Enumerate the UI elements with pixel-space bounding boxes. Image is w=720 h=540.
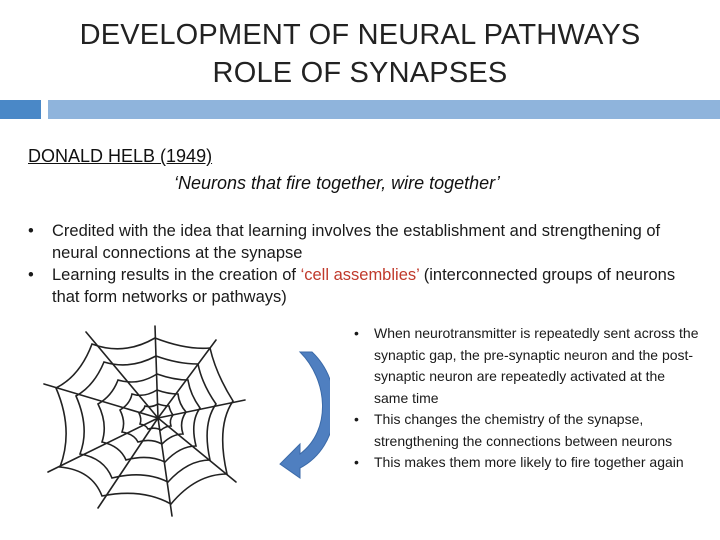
side-bullet-list: • When neurotransmitter is repeatedly se… bbox=[352, 323, 702, 474]
highlight-term: ‘cell assemblies’ bbox=[300, 266, 420, 284]
spider-web-icon bbox=[43, 325, 246, 517]
side-bullet-item: • When neurotransmitter is repeatedly se… bbox=[352, 323, 702, 409]
side-bullet-item: • This changes the chemistry of the syna… bbox=[352, 409, 702, 452]
bullet-text: Credited with the idea that learning inv… bbox=[52, 222, 661, 262]
bullet-item: • Credited with the idea that learning i… bbox=[22, 220, 692, 264]
accent-bar bbox=[48, 100, 720, 119]
bullet-marker: • bbox=[28, 222, 34, 240]
side-bullet-text: This makes them more likely to fire toge… bbox=[374, 454, 684, 470]
main-bullet-list: • Credited with the idea that learning i… bbox=[22, 220, 692, 308]
bullet-text-before: Learning results in the creation of bbox=[52, 266, 301, 284]
side-bullet-item: • This makes them more likely to fire to… bbox=[352, 452, 702, 474]
curved-arrow-icon bbox=[279, 351, 330, 479]
bullet-marker: • bbox=[354, 454, 359, 470]
bullet-text-after: (interconnected groups of neurons that f… bbox=[52, 266, 676, 306]
bullet-marker: • bbox=[354, 411, 359, 427]
slide-title: DEVELOPMENT OF NEURAL PATHWAYS ROLE OF S… bbox=[0, 16, 720, 92]
quote: ‘Neurons that fire together, wire togeth… bbox=[174, 173, 500, 193]
side-bullet-text: When neurotransmitter is repeatedly sent… bbox=[374, 325, 699, 406]
side-bullet-text: This changes the chemistry of the synaps… bbox=[374, 411, 673, 449]
bullet-marker: • bbox=[354, 325, 359, 341]
bullet-item: • Learning results in the creation of ‘c… bbox=[22, 264, 692, 308]
title-line-2: ROLE OF SYNAPSES bbox=[212, 57, 508, 89]
section-heading: DONALD HELB (1949) bbox=[28, 146, 213, 166]
bullet-marker: • bbox=[28, 266, 34, 284]
title-line-1: DEVELOPMENT OF NEURAL PATHWAYS bbox=[79, 19, 641, 51]
accent-square bbox=[0, 100, 41, 119]
